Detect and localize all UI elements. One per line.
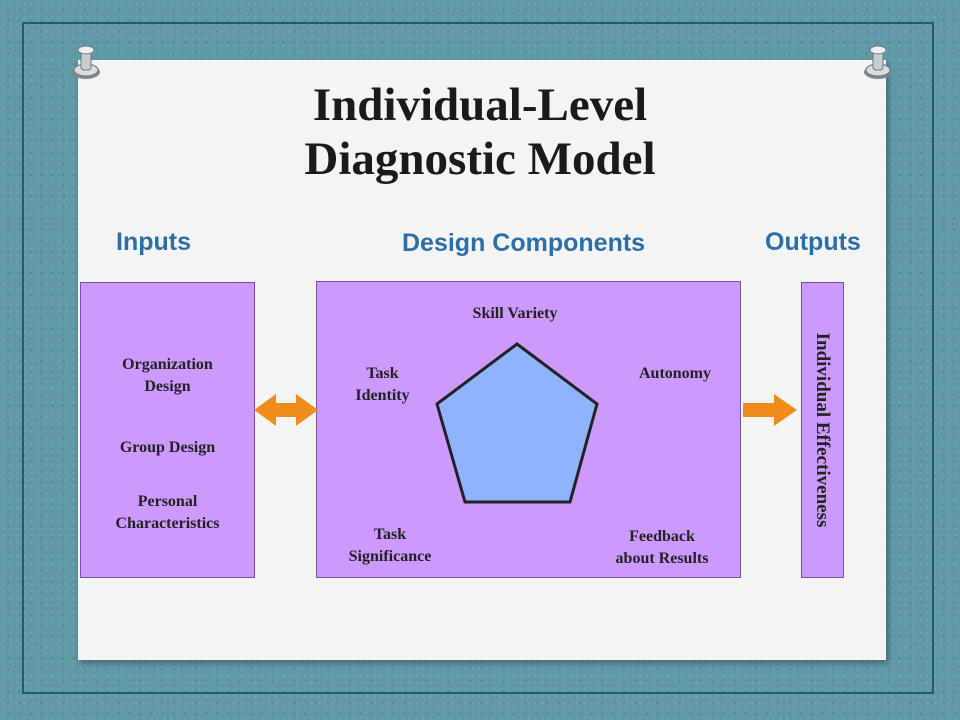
input-organization-line-2: Design <box>144 378 191 395</box>
right-arrow-icon <box>743 394 797 426</box>
inputs-heading: Inputs <box>116 228 191 256</box>
inputs-box <box>80 282 255 578</box>
feedback-line-2: about Results <box>615 550 709 567</box>
slide-frame <box>22 22 934 694</box>
input-group-design: Group Design <box>119 439 216 456</box>
double-arrow-icon <box>254 394 318 426</box>
component-task-significance: Task Significance <box>320 524 460 568</box>
title-line-1: Individual-Level <box>312 79 648 131</box>
feedback-line-1: Feedback <box>629 528 695 545</box>
input-personal-line-2: Characteristics <box>115 515 220 532</box>
task-identity-line-2: Identity <box>355 387 410 404</box>
task-significance-line-1: Task <box>373 526 407 543</box>
input-organization-design: Organization Design <box>80 354 255 398</box>
pushpin-icon <box>864 45 892 79</box>
input-organization-line-1: Organization <box>122 356 213 373</box>
outputs-heading: Outputs <box>765 228 861 256</box>
component-feedback-about-results: Feedback about Results <box>588 526 736 570</box>
component-autonomy: Autonomy <box>638 365 711 382</box>
task-identity-line-1: Task <box>366 365 399 382</box>
design-components-heading: Design Components <box>402 229 646 257</box>
component-task-identity: Task Identity <box>330 363 435 407</box>
slide-title: Individual-Level Diagnostic Model <box>180 78 780 186</box>
input-personal-characteristics: Personal Characteristics <box>80 491 255 535</box>
input-personal-line-1: Personal <box>137 493 198 510</box>
task-significance-line-2: Significance <box>348 548 432 565</box>
job-characteristics-pentagon <box>435 342 599 504</box>
component-skill-variety: Skill Variety <box>472 305 558 322</box>
title-line-2: Diagnostic Model <box>304 133 656 185</box>
pushpin-icon <box>72 45 100 79</box>
outputs-box <box>801 282 844 578</box>
